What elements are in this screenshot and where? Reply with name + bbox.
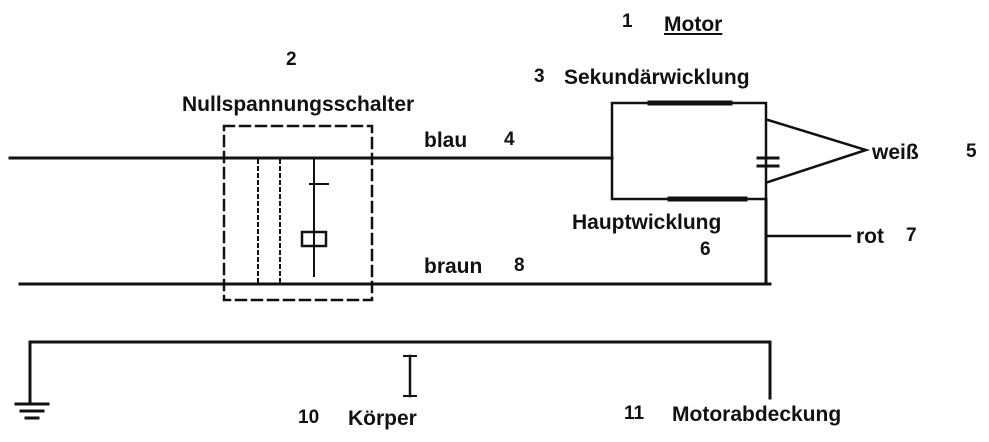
blue-label: blau [424, 129, 468, 152]
switch-box [222, 124, 374, 302]
secondary-winding-box [610, 101, 768, 201]
brown-number: 8 [514, 255, 525, 276]
secondary-number: 3 [534, 66, 545, 87]
main-winding-number: 6 [700, 239, 711, 260]
red-label: rot [856, 225, 884, 248]
white-number: 5 [966, 141, 977, 162]
switch-coil [300, 230, 328, 248]
body-number: 10 [298, 407, 320, 428]
white-label: weiß [872, 141, 919, 164]
motor-label: Motor [664, 13, 723, 36]
switch-label: Nullspannungsschalter [182, 93, 415, 116]
motor-number: 1 [622, 11, 633, 32]
secondary-label: Sekundärwicklung [564, 66, 750, 89]
body-wire [28, 340, 772, 404]
red-number: 7 [906, 225, 917, 246]
cover-label: Motorabdeckung [672, 403, 842, 426]
blue-number: 4 [504, 129, 515, 150]
switch-number: 2 [286, 49, 297, 70]
body-label: Körper [348, 407, 417, 430]
white-wire [766, 118, 871, 184]
cover-number: 11 [624, 403, 645, 424]
brown-label: braun [424, 255, 483, 278]
main-winding-label: Hauptwicklung [572, 211, 722, 234]
